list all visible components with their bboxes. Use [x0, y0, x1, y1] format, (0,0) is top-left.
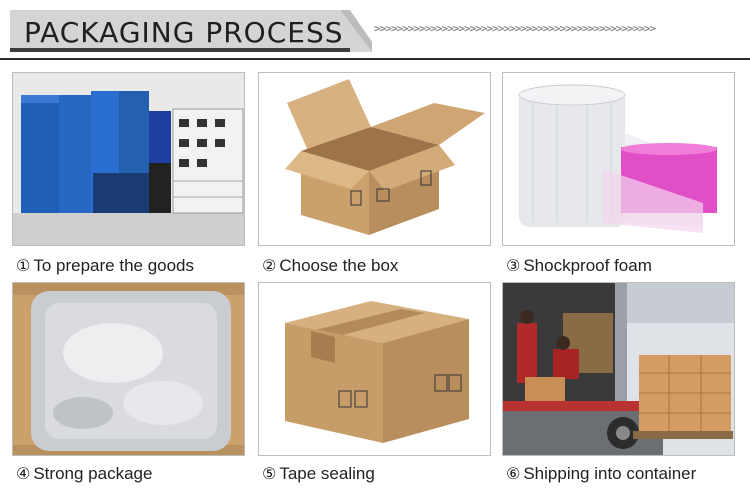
step-1-label: To prepare the goods	[33, 256, 195, 275]
sealed-box-image	[259, 283, 490, 455]
step-4-image	[12, 282, 245, 456]
open-box-image	[259, 73, 490, 245]
chevron-decoration-icon: >>>>>>>>>>>>>>>>>>>>>>>>>>>>>>>>>>>>>>>>…	[374, 22, 656, 35]
step-4-label: Strong package	[33, 464, 153, 483]
step-5-image	[258, 282, 491, 456]
step-1-number: ①	[16, 256, 31, 275]
step-3-label: Shockproof foam	[523, 256, 652, 275]
step-3-number: ③	[506, 256, 521, 275]
step-3-image	[502, 72, 735, 246]
title-banner-shape	[10, 10, 372, 52]
step-6-number: ⑥	[506, 464, 521, 483]
wrapped-package-image	[13, 283, 244, 455]
step-6-image	[502, 282, 735, 456]
title-banner: PACKAGING PROCESS	[10, 10, 372, 52]
step-5-label: Tape sealing	[279, 464, 375, 483]
step-1-image	[12, 72, 245, 246]
bubble-wrap-roll-image	[503, 73, 734, 245]
step-4-number: ④	[16, 464, 31, 483]
header-divider	[0, 58, 750, 60]
step-2-label: Choose the box	[279, 256, 399, 275]
header: PACKAGING PROCESS >>>>>>>>>>>>>>>>>>>>>>…	[0, 0, 750, 60]
step-6-label: Shipping into container	[523, 464, 697, 483]
step-5-number: ⑤	[262, 464, 277, 483]
goods-stack-image	[13, 73, 244, 245]
step-2-image	[258, 72, 491, 246]
truck-loading-image	[503, 283, 734, 455]
step-2-number: ②	[262, 256, 277, 275]
page-title: PACKAGING PROCESS	[24, 16, 344, 49]
